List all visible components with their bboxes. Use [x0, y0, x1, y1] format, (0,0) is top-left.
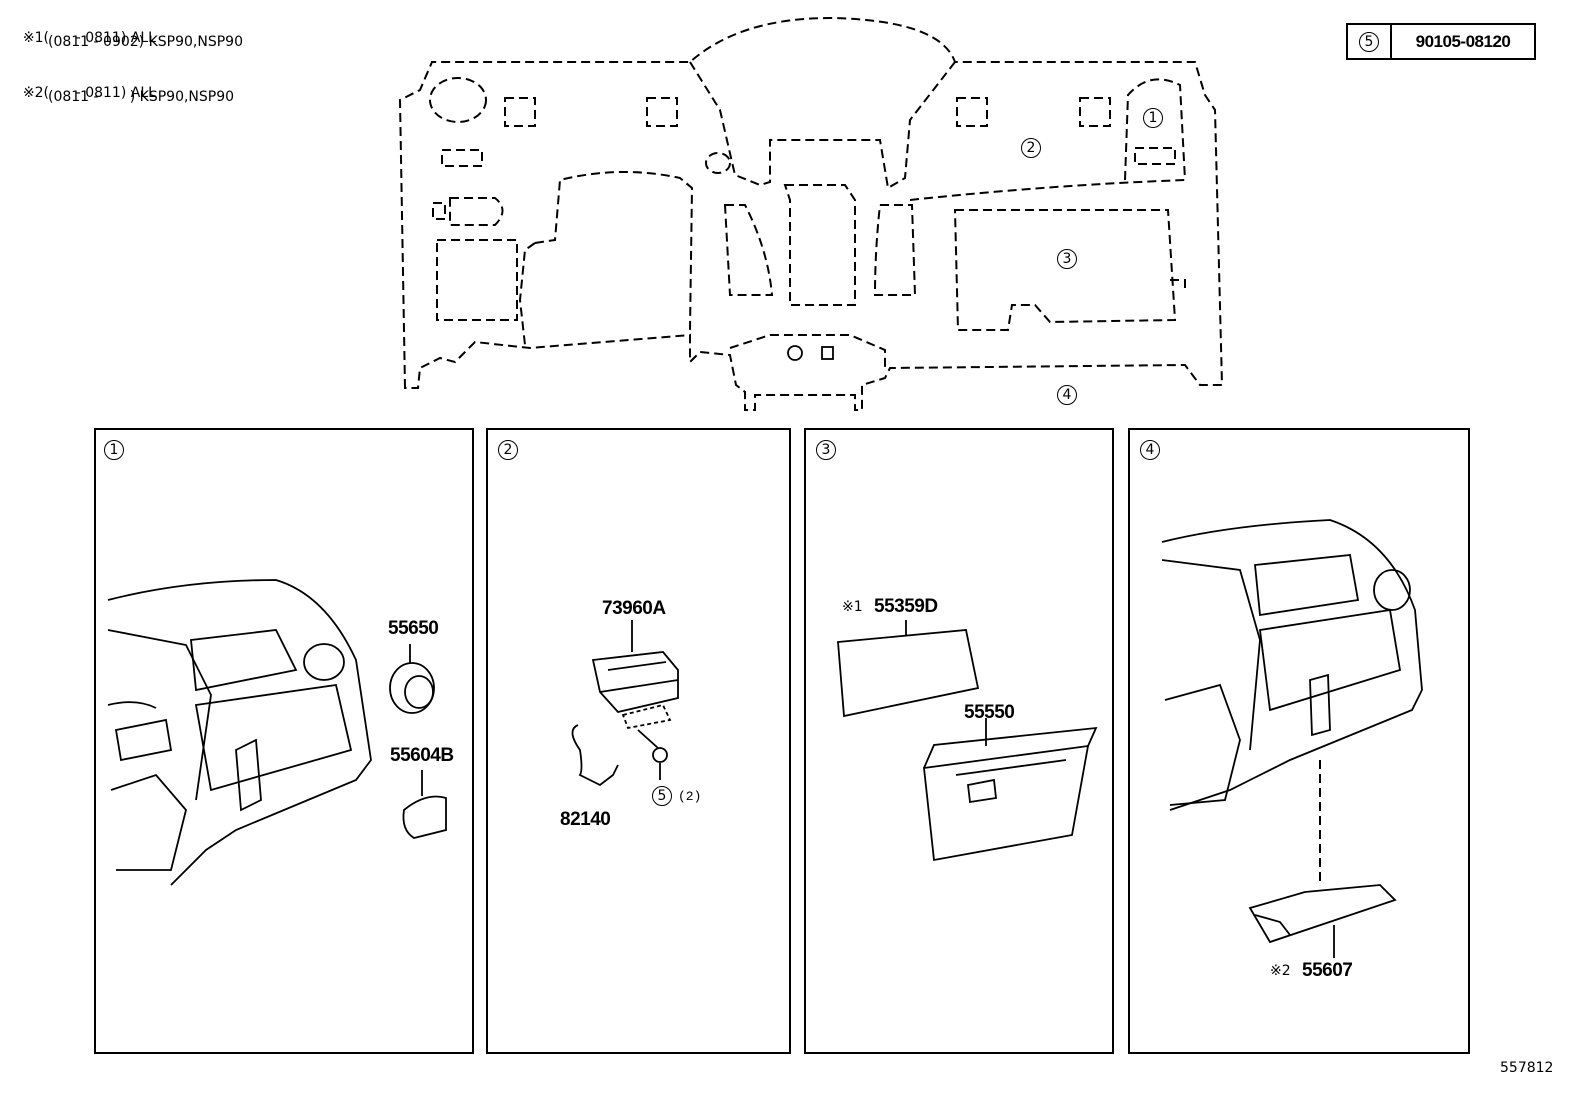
panel-1-mark: 1 [104, 440, 124, 460]
callout-4[interactable]: 4 [1057, 385, 1077, 405]
applicability-note-1: ※1( - 0811) ALL [14, 11, 156, 47]
part-number-55604B[interactable]: 55604B [390, 745, 454, 766]
callout-3[interactable]: 3 [1057, 249, 1077, 269]
note-mark: ※1 [22, 30, 44, 46]
part-number-55607[interactable]: 55607 [1302, 960, 1353, 981]
note-line: ( - 0811) ALL [43, 30, 156, 46]
part-number-73960A[interactable]: 73960A [602, 598, 666, 619]
screw-mark[interactable]: 5 [652, 786, 672, 806]
cover-drawing [402, 770, 447, 839]
callout-2[interactable]: 2 [1021, 138, 1041, 158]
panel-4-mark: 4 [1140, 440, 1160, 460]
panel-3: 3 ※1 55359D 55550 [804, 428, 1114, 1054]
screw-quantity: (2) [678, 789, 702, 804]
panel-3-mark: 3 [816, 440, 836, 460]
airbag-module-drawing [571, 620, 679, 787]
reference-part-number[interactable]: 90105-08120 [1415, 31, 1511, 51]
note-mark-2: ※2 [1270, 963, 1291, 979]
panel-4: 4 ※2 55607 [1128, 428, 1470, 1054]
dashboard-right-side-drawing [107, 579, 372, 886]
applicability-note-2-line2: (0811 - ) KSP90,NSP90 [48, 89, 235, 105]
note-mark: ※2 [22, 85, 44, 101]
part-number-55359D[interactable]: 55359D [874, 596, 938, 617]
note-mark-1: ※1 [842, 599, 863, 615]
glovebox-drawing [837, 620, 1098, 862]
panel-1: 1 55650 55604B [94, 428, 474, 1054]
reference-mark: 5 [1359, 31, 1379, 52]
applicability-note-2: ※2( - 0811) ALL [14, 66, 156, 102]
dashboard-lower-drawing [1161, 519, 1423, 958]
fastener-reference-box: 5 90105-08120 [1346, 23, 1536, 60]
part-number-55650[interactable]: 55650 [388, 618, 439, 639]
applicability-note-1-line2: (0811 - 0902) KSP90,NSP90 [48, 34, 243, 50]
panel-2-mark: 2 [498, 440, 518, 460]
figure-id: 557812 [1500, 1060, 1554, 1076]
part-number-55550[interactable]: 55550 [964, 702, 1015, 723]
part-number-82140[interactable]: 82140 [560, 809, 611, 830]
vent-knob-drawing [389, 644, 435, 714]
callout-1[interactable]: 1 [1143, 108, 1163, 128]
panel-2: 2 73960A 5 (2) 82140 [486, 428, 791, 1054]
note-line: ( - 0811) ALL [43, 85, 156, 101]
